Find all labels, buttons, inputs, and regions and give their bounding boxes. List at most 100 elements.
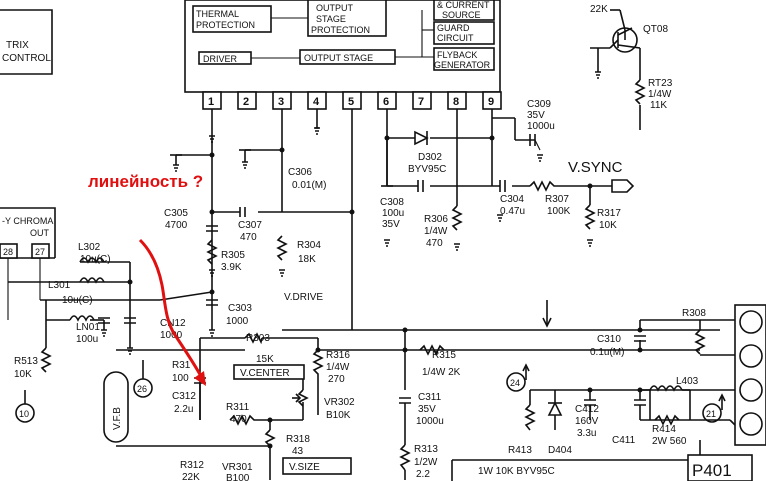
l302-symbol xyxy=(79,257,105,264)
c304-symbol xyxy=(499,180,506,192)
d404-symbol xyxy=(547,401,563,416)
c307-symbol xyxy=(239,207,246,217)
r317-symbol xyxy=(584,204,596,230)
rt23-power: 1/4W xyxy=(648,89,672,100)
vr302-label: VR302 xyxy=(324,397,355,408)
c304-value: 0.47u xyxy=(500,206,525,217)
ln01-value: 100u xyxy=(76,334,98,345)
r303-symbol xyxy=(244,332,263,345)
c311-label: C311 xyxy=(418,392,442,403)
vcenter-label: V.CENTER xyxy=(240,368,290,379)
ln01-label: LN01 xyxy=(76,322,100,333)
r312-value: 22K xyxy=(182,472,200,481)
r315-value: 1/4W 2K xyxy=(422,367,461,378)
c310-symbol xyxy=(634,335,646,342)
r513-value: 10K xyxy=(14,369,32,380)
r316-power: 1/4W xyxy=(326,362,350,373)
ic-pin-3: 3 xyxy=(278,96,284,108)
rt23-label: RT23 xyxy=(648,78,673,89)
circled-numbers: 26 10 24 21 xyxy=(15,360,726,423)
d302-symbol xyxy=(414,130,429,146)
r304-label: R304 xyxy=(297,240,321,251)
r311-symbol xyxy=(229,414,263,426)
vr301-value: B100 xyxy=(226,473,250,481)
c310-value: 0.1u(M) xyxy=(590,347,624,358)
r318-symbol xyxy=(264,429,276,447)
ic-block-output-stage: OUTPUT STAGE xyxy=(304,53,373,63)
ic-block-flyback: FLYBACK xyxy=(437,50,477,60)
ic-pin-6: 6 xyxy=(383,96,389,108)
cn12-symbol xyxy=(124,317,136,324)
ic-block-generator: GENERATOR xyxy=(434,60,491,70)
c303-label: C303 xyxy=(228,303,252,314)
ln01-symbol xyxy=(69,315,95,322)
circle-24: 24 xyxy=(510,378,520,388)
red-annotation: линейность ? xyxy=(88,172,206,386)
r306-value: 470 xyxy=(426,238,443,249)
r307-label: R307 xyxy=(545,194,569,205)
circle-21: 21 xyxy=(706,409,716,419)
c308-volt: 35V xyxy=(382,219,400,230)
r306-symbol xyxy=(451,205,463,231)
r313-value: 2.2 xyxy=(416,469,430,480)
r318-value: 43 xyxy=(292,446,304,457)
capacitors xyxy=(98,134,646,420)
ic-pin-2: 2 xyxy=(243,96,249,108)
r317-label: R317 xyxy=(597,208,621,219)
r308-label: R308 xyxy=(682,308,706,319)
inductors xyxy=(69,257,691,420)
pin-27: 27 xyxy=(35,247,45,257)
vdrive-label: V.DRIVE xyxy=(284,292,323,303)
d302-label: D302 xyxy=(418,152,442,163)
vsize-label: V.SIZE xyxy=(289,462,320,473)
r310-value: 100 xyxy=(172,373,189,384)
ic-block-thermal: THERMAL xyxy=(196,9,239,19)
left-ic: TRIX CONTROL -Y CHROMA OUT 28 27 xyxy=(0,9,56,320)
main-ic: THERMAL PROTECTION OUTPUT STAGE PROTECTI… xyxy=(184,0,501,93)
left-ic-label-out: OUT xyxy=(30,228,50,238)
transistor-qt08 xyxy=(609,27,641,53)
c304-label: C304 xyxy=(500,194,524,205)
c411-symbol xyxy=(634,399,646,406)
c309-symbol xyxy=(529,134,536,146)
ic-block-guard: GUARD xyxy=(437,23,470,33)
connector-p401: P401 xyxy=(687,304,766,481)
rt23-value: 11K xyxy=(650,100,667,111)
r414-label: R414 xyxy=(652,424,676,435)
r316-label: R316 xyxy=(326,350,350,361)
r308-symbol xyxy=(694,329,706,355)
circle-26: 26 xyxy=(137,384,147,394)
d302-value: BYV95C xyxy=(408,164,446,175)
c303-value: 1000 xyxy=(226,316,249,327)
ic-pin-8: 8 xyxy=(453,96,459,108)
ic-block-current: & CURRENT xyxy=(437,0,490,10)
r311-label: R311 xyxy=(226,402,250,413)
vr302-value: B10K xyxy=(326,410,351,421)
annotation-text: линейность ? xyxy=(88,172,203,191)
c307-label: C307 xyxy=(238,220,262,231)
c307-value: 470 xyxy=(240,232,257,243)
resistors xyxy=(40,79,706,471)
c310-label: C310 xyxy=(597,334,621,345)
vsync-connector xyxy=(611,179,635,193)
c309-volt: 35V xyxy=(527,110,545,121)
left-ic-label-trix: TRIX xyxy=(6,40,29,51)
ic-block-output: OUTPUT xyxy=(316,3,354,13)
c309-label: C309 xyxy=(527,99,551,110)
c305-label: C305 xyxy=(164,208,188,219)
annotation-arrow-head xyxy=(194,371,206,386)
r306-label: R306 xyxy=(424,214,448,225)
l301-symbol xyxy=(79,277,105,284)
r305-label: R305 xyxy=(221,250,245,261)
l403-label: L403 xyxy=(676,376,699,387)
r310-label: R31 xyxy=(172,360,191,371)
component-labels: 22K QT08 RT23 1/4W 11K C309 35V 1000u C3… xyxy=(14,4,706,481)
vr301-label: VR301 xyxy=(222,462,253,473)
c306-value: 0.01(M) xyxy=(292,180,326,191)
diodes xyxy=(414,130,563,430)
r317-value: 10K xyxy=(599,220,617,231)
ic-pin-5: 5 xyxy=(348,96,354,108)
r413-symbol xyxy=(524,404,536,431)
r305-symbol xyxy=(206,239,218,265)
